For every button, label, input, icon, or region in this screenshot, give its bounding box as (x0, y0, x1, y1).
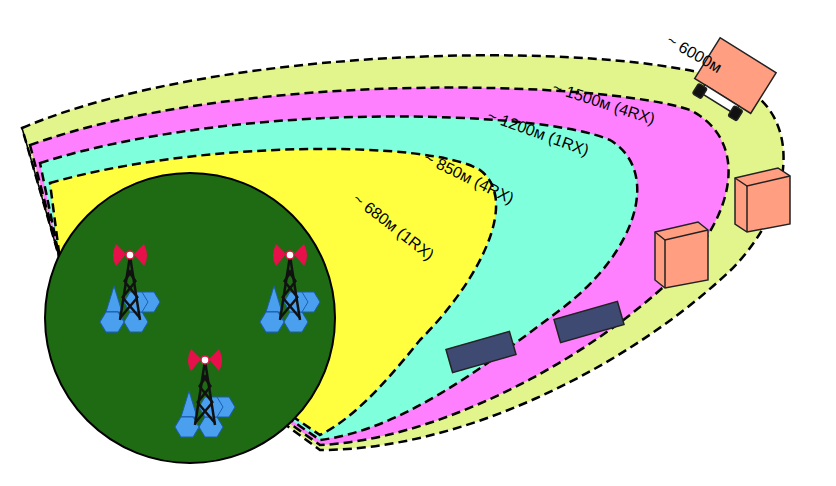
stage: {"diagram": {"labels": ["~ 680м (1RX)", … (0, 0, 836, 486)
